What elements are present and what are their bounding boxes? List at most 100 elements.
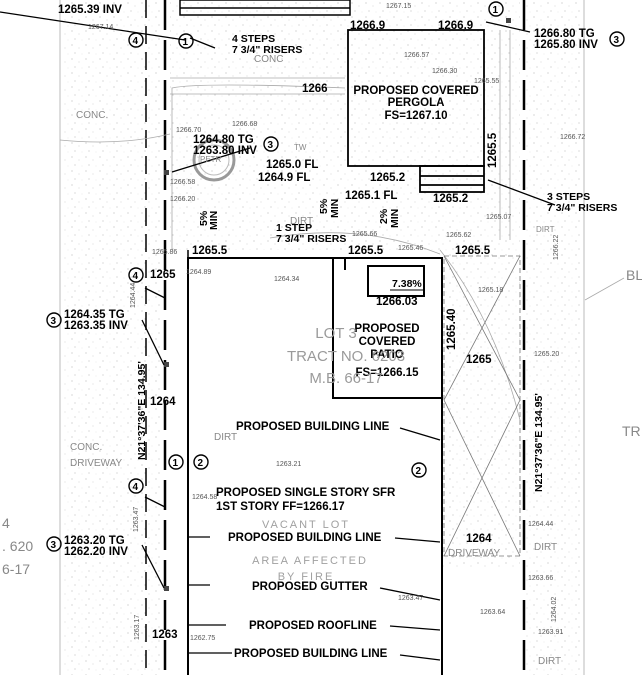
callout-line: 7 3/4" RISERS xyxy=(276,233,346,245)
callout-line: 1 STEP xyxy=(276,222,312,234)
elev-label: 1264.9 FL xyxy=(258,172,310,184)
elev-label: 1265.0 FL xyxy=(266,159,318,171)
elev-label: 1266 xyxy=(302,83,328,95)
bubble-number: 4 xyxy=(133,482,139,493)
elev-label: 1265.2 xyxy=(370,172,405,184)
min-label: MIN xyxy=(389,209,401,228)
tract-number: TRACT NO. 6203 xyxy=(287,348,405,365)
elev-label: 1265 xyxy=(150,269,176,281)
min-label: 2% xyxy=(378,208,390,224)
building-line-label-1: PROPOSED BUILDING LINE xyxy=(236,421,390,433)
elev-label: 1264.80 TG xyxy=(193,134,254,146)
edge-fragment: 6-17 xyxy=(2,561,30,577)
elev-label: 1264 xyxy=(466,533,492,545)
bubble-number: 3 xyxy=(51,540,57,551)
slope-label: 7.38% xyxy=(392,278,422,290)
elev-label: 1266.9 xyxy=(438,20,473,32)
min-label: MIN xyxy=(329,199,341,218)
elev-label: 1264 xyxy=(150,396,176,408)
lot-info: LOT 3 TRACT NO. 6203 M.B. 66-17 xyxy=(287,325,405,387)
callout-bubbles xyxy=(46,1,625,552)
spot-elevation: 1262.75 xyxy=(190,635,215,642)
spot-elevation: 1265.20 xyxy=(534,351,559,358)
spot-elevation: 1264.58 xyxy=(192,494,217,501)
steps-top-callout: 4 STEPS 7 3/4" RISERS xyxy=(232,33,302,56)
planter-circle-inner xyxy=(198,144,230,176)
edge-fragment: BL xyxy=(626,267,642,283)
callout-line: 3 STEPS xyxy=(547,191,590,203)
spot-elevation: 1267.14 xyxy=(88,24,113,31)
ground-label: DIRT xyxy=(538,656,561,667)
spot-elevation: 1264.44 xyxy=(528,521,553,528)
ground-label: DIRT xyxy=(536,225,555,234)
callout-line: COVERED xyxy=(359,336,416,348)
spot-elevation: 1265.07 xyxy=(486,214,511,221)
pergola-outline xyxy=(347,29,485,193)
ground-label: DIRT xyxy=(534,542,557,553)
patio-callout: PROPOSED COVERED PATIO FS=1266.15 xyxy=(354,323,419,379)
elev-label: 1266.03 xyxy=(376,296,418,308)
bubble-number: 1 xyxy=(493,5,499,16)
elev-label: 1266.9 xyxy=(350,20,385,32)
elev-label: 1263.80 INV xyxy=(193,145,257,157)
callout-line: 7 3/4" RISERS xyxy=(232,44,302,56)
ground-label: CONC. xyxy=(70,442,102,453)
edge-fragment: TR xyxy=(622,423,641,439)
overlay-line: BY FIRE xyxy=(278,571,335,583)
elevation-labels: 1265.39 INV 1266.9 1266.9 1266.80 TG 126… xyxy=(58,4,598,641)
house-outline xyxy=(187,257,443,675)
edge-fragment: 4 xyxy=(2,515,10,531)
planter-circle xyxy=(192,138,236,182)
callout-line: PATIO xyxy=(370,349,403,361)
spot-elevation: 1263.17 xyxy=(134,615,141,640)
pergola-callout: PROPOSED COVERED PERGOLA FS=1267.10 xyxy=(353,85,478,122)
bubble-number: 3 xyxy=(614,35,620,46)
building-line-label-2: PROPOSED BUILDING LINE xyxy=(228,532,382,544)
spot-elevation: 1266.68 xyxy=(232,121,257,128)
stipple-driveway xyxy=(442,250,520,570)
ground-label: TW xyxy=(294,143,307,152)
min-label: MIN xyxy=(208,211,220,230)
roofline-label: PROPOSED ROOFLINE xyxy=(249,620,377,632)
driveway-hatch xyxy=(443,255,521,557)
min-slope-labels: 5% MIN 5% MIN 2% MIN xyxy=(198,198,401,230)
elev-label: 1265.5 xyxy=(348,245,384,257)
ground-label: DRIVEWAY xyxy=(448,548,501,559)
elev-label: 1265.2 xyxy=(433,193,468,205)
spot-elevation: 1265.55 xyxy=(474,78,499,85)
spot-elevation: 1266.30 xyxy=(432,68,457,75)
spot-elevation: 1266.72 xyxy=(560,134,585,141)
elev-label: 1265.1 FL xyxy=(345,190,397,202)
spot-elevation: 1263.64 xyxy=(480,609,505,616)
spot-elevation: 1264.34 xyxy=(274,276,299,283)
sfr-ff-label: 1ST STORY FF=1266.17 xyxy=(216,501,345,513)
spot-elevation: 1266.20 xyxy=(170,196,195,203)
min-label: 5% xyxy=(198,210,210,226)
spot-elevation: 1267.15 xyxy=(386,3,411,10)
spot-elevation: 1263.47 xyxy=(398,595,423,602)
elev-label: 1264.35 TG xyxy=(64,309,125,321)
ground-label: DRIVEWAY xyxy=(70,458,123,469)
bubble-number: 4 xyxy=(133,36,139,47)
stipple-mid xyxy=(170,0,520,250)
spot-elevation: 1263.47 xyxy=(133,507,140,532)
callout-line: PROPOSED COVERED xyxy=(353,85,478,97)
callout-line: PERGOLA xyxy=(388,97,445,109)
overlay-line: VACANT LOT xyxy=(262,519,350,531)
elev-label: 1263.20 TG xyxy=(64,535,125,547)
spot-elevation: 1265.46 xyxy=(398,245,423,252)
spot-elevation: 1265.18 xyxy=(478,287,503,294)
overlay-text: VACANT LOT AREA AFFECTED BY FIRE xyxy=(252,519,366,583)
ground-label: DIRT xyxy=(290,216,313,227)
ground-label: DIRT xyxy=(214,432,237,443)
spot-elevation: 1263.21 xyxy=(276,461,301,468)
elev-label: 1262.20 INV xyxy=(64,546,128,558)
stipple-left xyxy=(62,0,162,675)
elev-label: 1266.80 TG xyxy=(534,28,595,40)
map-book: M.B. 66-17 xyxy=(309,370,382,387)
ground-label: CONC. xyxy=(76,110,108,121)
elev-label: 1265 xyxy=(466,354,492,366)
bearing-left: N21°37'36"E 134.95' xyxy=(136,361,148,460)
callout-line: FS=1266.15 xyxy=(356,367,420,379)
